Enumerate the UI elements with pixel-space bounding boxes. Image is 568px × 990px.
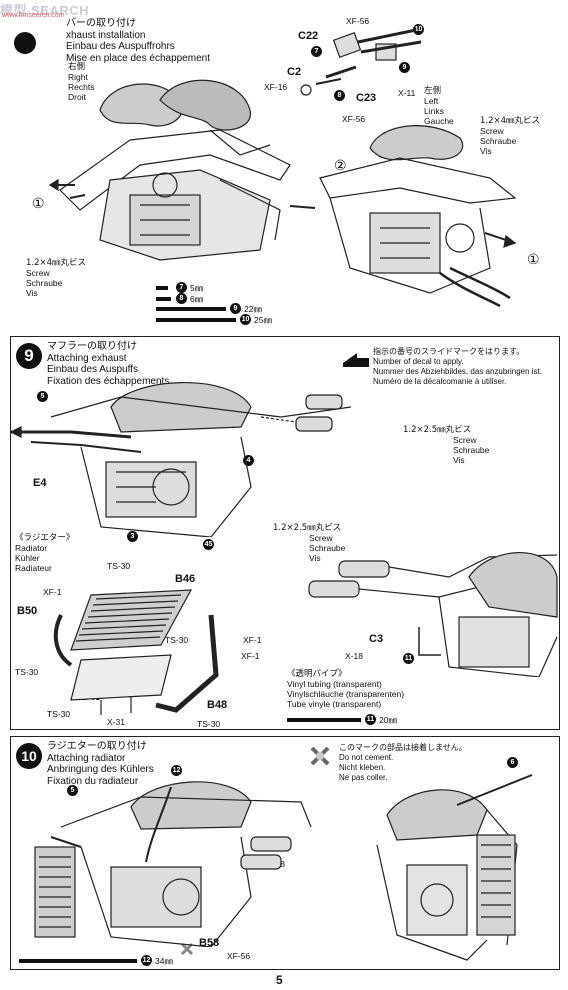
step8-motorcycle-illustration-right (290, 125, 517, 308)
vinyl-num: 11 (365, 714, 376, 725)
tube-num-9: 9 (230, 303, 241, 314)
tube-len-10: 25㎜ (254, 315, 272, 325)
paint-xf56-a: XF-56 (346, 16, 370, 26)
part-c22: C22 (298, 30, 319, 42)
part-b50: B50 (17, 605, 38, 617)
tube-num-10: 10 (240, 314, 251, 325)
part-c23: C23 (356, 92, 377, 104)
paint-ts30-c: TS-30 (15, 667, 39, 677)
tube-len-7: 5㎜ (190, 283, 204, 293)
step9-panel: 9 マフラーの取り付け Attaching exhaust Einbau des… (10, 336, 560, 730)
vinyl-bar (287, 718, 361, 722)
callout-8: 8 (334, 90, 345, 101)
tube-num-8: 8 (176, 293, 187, 304)
step10-radiator-assembly-illustration (34, 781, 312, 947)
step9-radiator-label: 《ラジエター》 Radiator Kühler Radiateur (15, 533, 75, 573)
paint-xf16: XF-16 (264, 82, 288, 92)
watermark-url: www.hmsearch.com (2, 12, 65, 19)
paint-ts30-e: TS-30 (197, 719, 221, 729)
step9-screw-mid: 1.2×2.5㎜丸ビス Screw Schraube Vis (273, 523, 346, 563)
paint-xf1-a: XF-1 (43, 587, 62, 597)
step9-radiator-illustration (53, 589, 219, 715)
callout-12: 12 (171, 765, 182, 776)
step8-right-label: 右側 Right Rechts Droit (68, 62, 95, 102)
step8-screw-right: 1.2×4㎜丸ビス Screw Schraube Vis (480, 116, 541, 156)
callout-1-right: ① (527, 251, 540, 267)
step8-title: バーの取り付け xhaust installation Einbau des A… (66, 18, 210, 64)
paint-x18: X-18 (345, 651, 363, 661)
callout-11: 11 (403, 653, 414, 664)
paint-ts30-a: TS-30 (107, 561, 131, 571)
tube-bar-12 (19, 959, 137, 963)
step8-motorcycle-illustration-left (48, 79, 291, 261)
part-b48: B48 (207, 699, 228, 711)
paint-x31: X-31 (107, 717, 125, 727)
callout-1-left: ① (32, 195, 45, 211)
part-c3: C3 (369, 633, 384, 645)
step10-number: 10 (16, 743, 42, 769)
tube-bar-10 (156, 318, 236, 322)
step9-vinyl-label: 《透明パイプ》 Vinyl tubing (transparent) Vinyl… (287, 669, 405, 709)
callout-7: 7 (311, 46, 322, 57)
tube-bar-9 (156, 307, 226, 311)
callout-45: 45 (203, 539, 214, 550)
step8-parts-cluster (300, 28, 422, 96)
callout-2-right: ② (334, 157, 347, 173)
step10-motorcycle-front-illustration (376, 774, 533, 961)
paint-xf56-b: XF-56 (342, 114, 366, 124)
step9-screw-top: 1.2×2.5㎜丸ビス Screw Schraube Vis (403, 425, 490, 465)
no-cement-icon-small (180, 942, 194, 956)
no-cement-icon (310, 746, 330, 766)
part-b46: B46 (175, 573, 196, 585)
page-number: 5 (276, 973, 283, 987)
paint-x11: X-11 (398, 88, 416, 98)
step9-exhaust-rear-illustration (308, 552, 558, 677)
step10-noglue-note: このマークの部品は接着しません。 Do not cement. Nicht kl… (339, 743, 467, 782)
tube-len-12: 34㎜ (155, 956, 173, 966)
step9-number: 9 (16, 343, 42, 369)
vinyl-len: 20㎜ (379, 715, 397, 725)
callout-5-step10: 5 (67, 785, 78, 796)
step8-left-label: 左側 Left Links Gauche (424, 86, 454, 126)
tube-bar-7 (156, 286, 168, 290)
step9-exhaust-illustration (11, 382, 351, 537)
callout-3: 3 (127, 531, 138, 542)
step8-section: バーの取り付け xhaust installation Einbau des A… (0, 0, 568, 335)
paint-xf56-step10: XF-56 (227, 951, 251, 961)
tube-num-12: 12 (141, 955, 152, 966)
callout-5: 5 (37, 391, 48, 402)
step10-panel: 10 ラジエターの取り付け Attaching radiator Anbring… (10, 736, 560, 970)
watermark: 模型 SEARCH (0, 3, 90, 18)
decal-arrow-icon (343, 353, 369, 367)
paint-ts30-b: TS-30 (165, 635, 189, 645)
step8-number-icon (14, 32, 36, 54)
tube-num-7: 7 (176, 282, 187, 293)
paint-xf1-b: XF-1 (243, 635, 262, 645)
step9-decal-note: 指示の番号のスライドマークをはります。 Number of decal to a… (373, 347, 542, 386)
part-c2: C2 (287, 66, 302, 78)
callout-10: 10 (413, 24, 424, 35)
paint-ts30-d: TS-30 (47, 709, 71, 719)
paint-xf1-c: XF-1 (241, 651, 260, 661)
tube-len-9: 22㎜ (244, 304, 262, 314)
callout-4: 4 (243, 455, 254, 466)
callout-6: 6 (507, 757, 518, 768)
step10-title: ラジエターの取り付け Attaching radiator Anbringung… (47, 741, 154, 787)
callout-9: 9 (399, 62, 410, 73)
part-e4: E4 (33, 477, 47, 489)
tube-bar-8 (156, 297, 171, 301)
step8-screw-left: 1.2×4㎜丸ビス Screw Schraube Vis (26, 258, 87, 298)
tube-len-8: 6㎜ (190, 294, 204, 304)
step9-title: マフラーの取り付け Attaching exhaust Einbau des A… (47, 341, 170, 387)
